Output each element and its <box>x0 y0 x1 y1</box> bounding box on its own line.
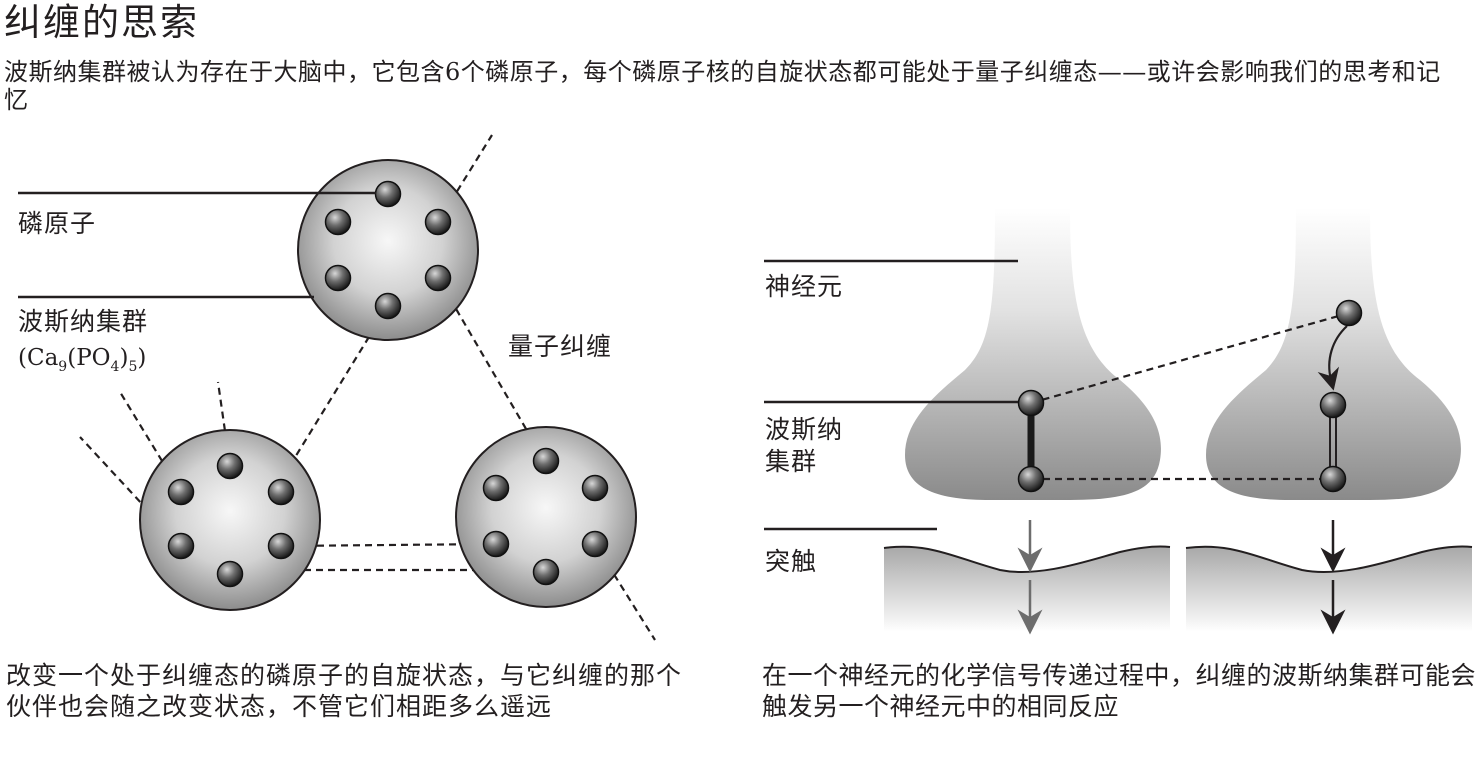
left-diagram: 磷原子 波斯纳集群 (Ca9(PO4)5) 量子纠缠 <box>18 134 656 641</box>
posner-cluster-atom <box>1335 299 1363 327</box>
phosphorus-atom <box>532 447 560 475</box>
posner-cluster-bottom-left <box>139 429 321 611</box>
label-posner-line2: 集群 <box>765 447 817 476</box>
page-title: 纠缠的思索 <box>4 1 199 44</box>
formula-sub-2: 4 <box>111 359 120 375</box>
posner-cluster-atom <box>1319 391 1347 419</box>
label-posner-cluster: 波斯纳集群 <box>18 307 148 336</box>
phosphorus-atom <box>324 208 352 236</box>
phosphorus-atom <box>167 478 195 506</box>
formula-sub-3: 5 <box>128 359 137 375</box>
label-neuron: 神经元 <box>765 272 843 301</box>
label-posner-line1: 波斯纳 <box>765 415 843 444</box>
label-entanglement: 量子纠缠 <box>508 332 612 361</box>
right-diagram: 神经元 波斯纳 集群 突触 <box>764 208 1473 635</box>
label-synapse: 突触 <box>765 547 817 576</box>
phosphorus-atom <box>267 532 295 560</box>
phosphorus-atom <box>324 264 352 292</box>
formula-open: (Ca <box>18 345 59 371</box>
formula-sub-1: 9 <box>58 359 67 375</box>
phosphorus-atom <box>167 532 195 560</box>
posner-cluster-atom <box>1017 465 1045 493</box>
posner-cluster-top <box>297 159 479 341</box>
phosphorus-atom <box>532 558 560 586</box>
phosphorus-atom <box>424 264 452 292</box>
phosphorus-atom <box>581 474 609 502</box>
page-subtitle: 波斯纳集群被认为存在于大脑中，它包含6个磷原子，每个磷原子核的自旋状态都可能处于… <box>4 58 1441 114</box>
synapse-surface-left <box>884 546 1170 632</box>
phosphorus-atom <box>581 530 609 558</box>
posner-cluster-atom <box>1017 389 1045 417</box>
left-caption: 改变一个处于纠缠态的磷原子的自旋状态，与它纠缠的那个伙伴也会随之改变状态，不管它… <box>6 661 683 721</box>
formula-label: (Ca9(PO4)5) <box>18 345 146 375</box>
posner-cluster-atom <box>1319 465 1347 493</box>
label-phosphorus: 磷原子 <box>18 209 96 238</box>
phosphorus-atom <box>216 560 244 588</box>
phosphorus-atom <box>374 180 402 208</box>
phosphorus-atom <box>267 478 295 506</box>
phosphorus-atom <box>482 474 510 502</box>
phosphorus-atom <box>424 208 452 236</box>
posner-cluster-bottom-right <box>455 426 637 608</box>
formula-mid: (PO <box>67 345 110 371</box>
formula-close: ) <box>119 345 128 371</box>
right-caption: 在一个神经元的化学信号传递过程中，纠缠的波斯纳集群可能会触发另一个神经元中的相同… <box>762 661 1476 721</box>
neuron-terminal-left <box>905 208 1161 500</box>
phosphorus-atom <box>482 530 510 558</box>
neuron-terminal-right <box>1206 208 1461 500</box>
synapse-surface-right <box>1186 546 1472 632</box>
formula-end: ) <box>137 345 146 371</box>
phosphorus-atom <box>216 452 244 480</box>
binding-arrow <box>1317 325 1348 391</box>
phosphorus-atom <box>374 292 402 320</box>
